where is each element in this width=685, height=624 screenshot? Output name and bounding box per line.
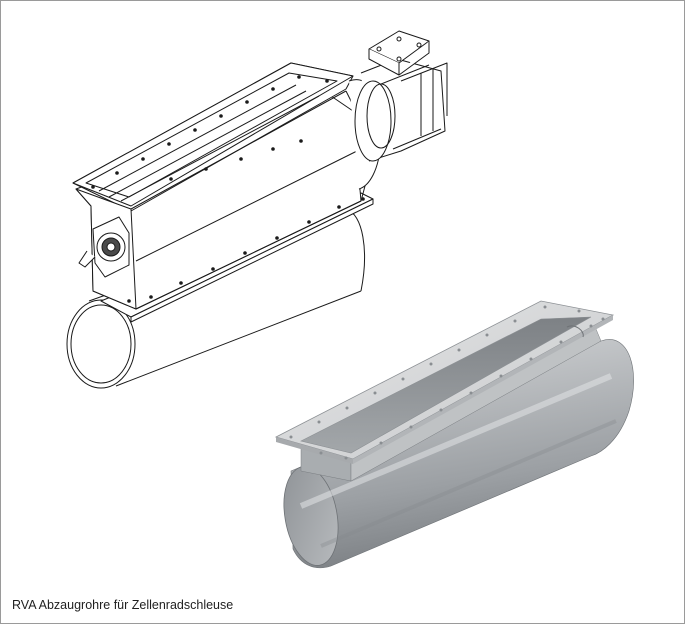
- rotary-valve-line-drawing: [66, 30, 448, 389]
- render-flange-bolts: [289, 305, 605, 460]
- line-drawing-housing: [72, 62, 366, 310]
- line-drawing-bearing: [78, 216, 130, 278]
- product-illustration: [66, 30, 634, 569]
- line-drawing-motor: [348, 30, 448, 190]
- render-pipe-body: [290, 339, 634, 569]
- figure-caption: RVA Abzaugrohre für Zellenradschleuse: [12, 598, 234, 612]
- line-drawing-bolts: [91, 75, 365, 303]
- extraction-pipe-render: [274, 300, 634, 569]
